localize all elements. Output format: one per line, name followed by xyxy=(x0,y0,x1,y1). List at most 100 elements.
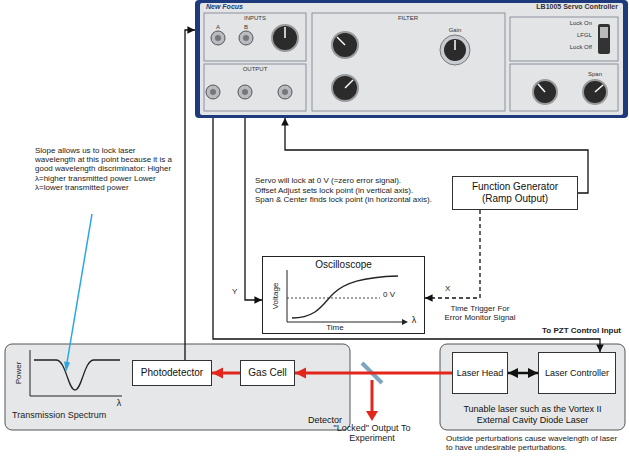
knob xyxy=(332,32,358,58)
gas-cell-box: Gas Cell xyxy=(240,360,295,386)
axis xyxy=(287,270,288,322)
photodetector-box: Photodetector xyxy=(132,360,212,386)
text-label: Lock Off xyxy=(540,44,592,51)
bnc-jack xyxy=(278,85,292,99)
connector xyxy=(245,118,262,304)
bnc-pin xyxy=(215,35,221,41)
text-label: Servo will lock at 0 V (=zero error sign… xyxy=(255,176,453,186)
text-label: Time xyxy=(320,323,350,332)
axis xyxy=(287,322,402,323)
text-label: 0 V xyxy=(383,290,395,299)
panel-section xyxy=(204,13,306,61)
arrowhead xyxy=(187,26,195,34)
node-label: Photodetector xyxy=(138,367,206,379)
laser-head-box: Laser Head xyxy=(452,352,508,394)
text-label: Gain xyxy=(440,27,470,34)
arrowhead xyxy=(212,368,223,379)
node-label: Tunable laser such as the Vortex II Exte… xyxy=(446,404,619,426)
arrowhead xyxy=(528,368,538,378)
bnc-jack xyxy=(239,31,253,45)
output-beam xyxy=(371,380,374,413)
connector-label: To PZT Control Input xyxy=(500,326,622,335)
text-label: Transmission Spectrum xyxy=(12,410,106,420)
knob-mark xyxy=(454,40,456,50)
panel-section xyxy=(510,17,618,61)
detector-panel xyxy=(5,344,350,430)
text-label: OUTPUT xyxy=(225,66,285,73)
annotation-block: Servo will lock at 0 V (=zero error sign… xyxy=(255,176,453,205)
arrowhead xyxy=(596,344,604,352)
panel-frame xyxy=(195,0,628,118)
connector xyxy=(508,368,538,378)
axis xyxy=(30,350,31,396)
connector-line xyxy=(213,118,600,352)
bnc-pin xyxy=(210,89,216,95)
text-label: Slope allows us to lock laser wavelength… xyxy=(35,146,175,192)
knob-mark xyxy=(284,27,286,38)
text-label: Voltage xyxy=(271,276,281,316)
text-label: "Locked" Output To Experiment xyxy=(327,423,417,444)
toggle-switch xyxy=(598,24,610,54)
connector xyxy=(425,210,480,302)
connector-line xyxy=(185,30,195,360)
connector-line xyxy=(425,210,480,298)
panel-section xyxy=(510,64,618,111)
node-label: Laser Controller xyxy=(542,368,612,379)
knob xyxy=(272,25,298,51)
error-signal-curve xyxy=(292,276,398,318)
output-beam-arrow xyxy=(366,411,378,421)
text-label: FILTER xyxy=(378,15,438,22)
text-label: Power xyxy=(14,355,24,391)
text-label: New Focus xyxy=(206,3,243,11)
connector xyxy=(185,26,195,360)
text-label: λ xyxy=(114,398,124,408)
connector-line xyxy=(295,372,452,375)
knob-ring xyxy=(440,35,470,65)
text-label: Span & Center finds lock point (in horiz… xyxy=(255,195,453,205)
node-label: LB1005 Servo Controller xyxy=(536,3,618,11)
leader-arrow xyxy=(64,362,70,372)
text-label: λ xyxy=(409,315,419,325)
connector-label: X xyxy=(444,284,451,293)
bnc-jack xyxy=(206,85,220,99)
knob-mark xyxy=(345,80,353,88)
laser-panel xyxy=(440,344,625,430)
zero-line xyxy=(287,298,380,299)
axis xyxy=(30,396,122,397)
connector xyxy=(212,368,240,379)
knob-mark xyxy=(595,85,603,92)
node-label: Laser Head xyxy=(454,368,507,379)
oscilloscope-box: Oscilloscope xyxy=(262,256,425,334)
text-label: Outside perturbations cause wavelength o… xyxy=(446,434,624,452)
laser-group: Tunable laser such as the Vortex II Exte… xyxy=(440,344,625,430)
knob-mark xyxy=(538,84,545,92)
connector xyxy=(213,118,604,352)
bnc-pin xyxy=(242,89,248,95)
arrowhead xyxy=(508,368,518,378)
text-label: Span xyxy=(580,71,610,78)
text-label: LFGL xyxy=(540,32,592,39)
text-label: INPUTS xyxy=(225,15,285,22)
arrowhead xyxy=(254,296,262,304)
knob xyxy=(332,75,358,101)
text-label: Offset Adjust sets lock point (in vertic… xyxy=(255,186,453,196)
panel-section xyxy=(204,64,306,111)
axis-arrow xyxy=(402,319,408,325)
knob xyxy=(444,39,466,61)
connector xyxy=(295,368,452,379)
leader-line xyxy=(67,214,92,365)
arrowhead xyxy=(295,368,306,379)
node-label: Oscilloscope xyxy=(263,259,424,271)
text-label: A xyxy=(213,24,223,31)
connector-line xyxy=(245,118,262,300)
bnc-pin xyxy=(282,89,288,95)
toggle-lever xyxy=(600,27,608,38)
panel-face xyxy=(200,3,623,115)
text-label: Time Trigger For Error Monitor Signal xyxy=(443,304,517,322)
transmission-curve xyxy=(34,360,120,390)
bnc-pin xyxy=(243,35,249,41)
oscilloscope-screen xyxy=(262,256,425,334)
knob xyxy=(583,80,607,104)
